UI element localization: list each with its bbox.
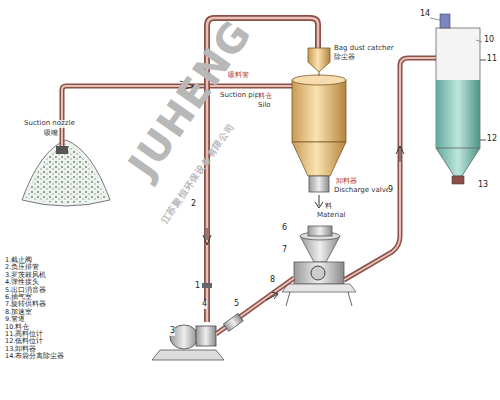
part-label: Suction nozzle bbox=[24, 120, 75, 128]
callout-number: 14 bbox=[420, 10, 430, 19]
part-label: 卸料器 bbox=[336, 178, 357, 186]
legend-item: 14.布袋分离除尘器 bbox=[5, 353, 64, 360]
callout-number: 2 bbox=[191, 200, 196, 209]
callout-number: 7 bbox=[282, 246, 287, 255]
part-label: Discharge valve bbox=[334, 187, 390, 195]
legend-item: 4.弹性接头 bbox=[5, 279, 39, 286]
part-label: Bag dust catcher bbox=[334, 45, 394, 53]
callout-number: 10 bbox=[484, 36, 494, 45]
callout-number: 13 bbox=[478, 181, 488, 190]
part-label: Material bbox=[317, 212, 345, 220]
callout-number: 8 bbox=[270, 276, 275, 285]
legend-item: 8.加速室 bbox=[5, 309, 32, 316]
legend-item: 1.截止阀 bbox=[5, 257, 32, 264]
callout-number: 3 bbox=[170, 327, 175, 336]
callout-number: 9 bbox=[388, 186, 393, 195]
part-label: Suction pipe bbox=[220, 92, 264, 100]
legend-item: 2.负压排管 bbox=[5, 264, 39, 271]
legend-item: 10.料仓 bbox=[5, 324, 29, 331]
legend-item: 12.低料位计 bbox=[5, 338, 43, 345]
callout-number: 5 bbox=[234, 300, 239, 309]
part-label: Silo bbox=[258, 102, 271, 110]
legend-item: 7.旋转供料器 bbox=[5, 301, 46, 308]
callout-number: 4 bbox=[202, 300, 207, 309]
part-label: 除尘器 bbox=[334, 54, 355, 62]
part-label: 吸嘴 bbox=[44, 130, 58, 138]
part-label: 料仓 bbox=[258, 93, 272, 101]
legend-item: 5.出口消音器 bbox=[5, 287, 46, 294]
callout-number: 6 bbox=[282, 224, 287, 233]
callout-number: 11 bbox=[487, 55, 497, 64]
legend-item: 3.罗茨鼓风机 bbox=[5, 272, 46, 279]
legend-item: 6.抽气室 bbox=[5, 294, 32, 301]
legend-item: 9.管道 bbox=[5, 316, 25, 323]
part-label: 料 bbox=[325, 203, 332, 211]
callout-number: 12 bbox=[487, 135, 497, 144]
legend-item: 13.卸料器 bbox=[5, 346, 36, 353]
callout-number: 1 bbox=[195, 282, 200, 291]
legend-item: 11.高料位计 bbox=[5, 331, 43, 338]
